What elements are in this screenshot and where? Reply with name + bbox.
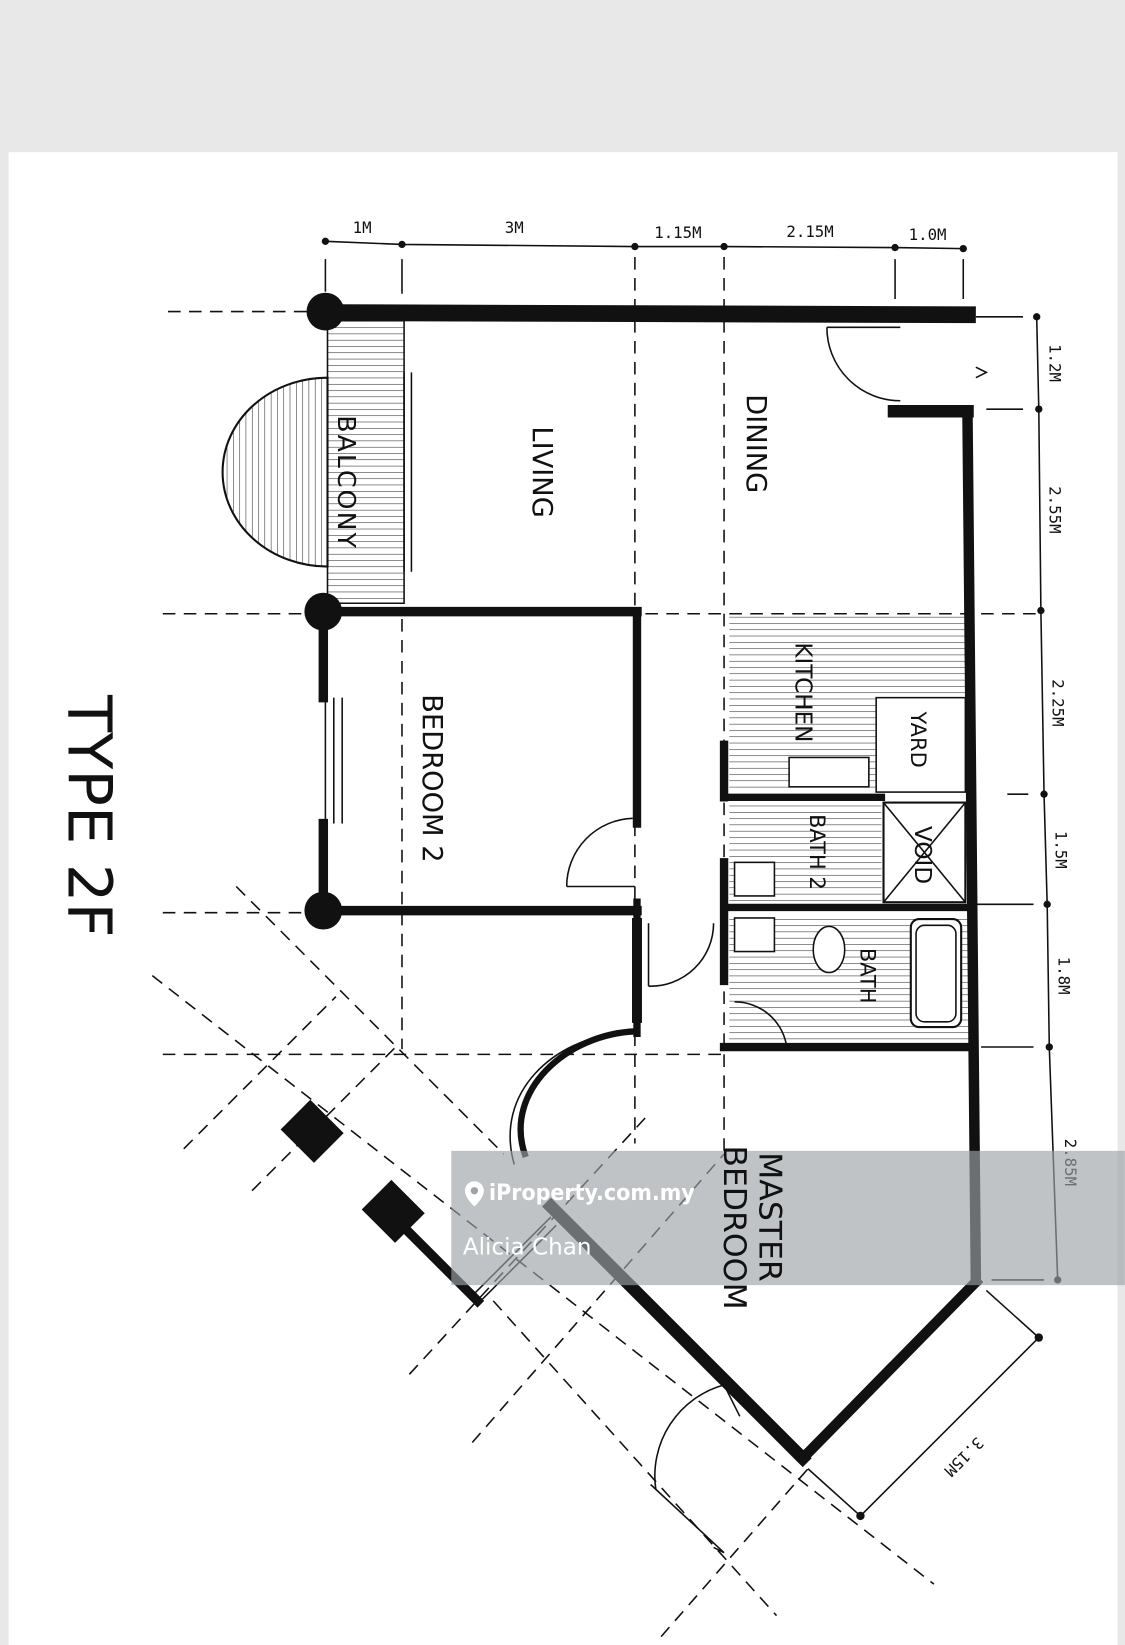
watermark-site: iProperty.com.my [489,1181,695,1206]
hatched-areas [221,313,969,1046]
dim-1-8m: 1.8M [1055,957,1074,995]
dim-1-5m: 1.5M [1052,831,1071,869]
label-bath-2: BATH 2 [805,814,829,890]
top-dimension-line: 1M 3M 1.15M 2.15M 1.0M [321,218,967,299]
location-pin-icon [464,1181,484,1207]
dim-1m: 1M [353,218,372,237]
dim-1-0m: 1.0M [909,225,947,244]
label-balcony: BALCONY [332,415,361,550]
walls [316,304,984,1468]
label-bedroom-2: BEDROOM 2 [416,694,447,862]
room-labels: BALCONY LIVING DINING KITCHEN YARD BATH … [332,394,935,1309]
label-dining: DINING [740,394,771,493]
label-master: MASTER [752,1152,788,1282]
label-yard: YARD [906,710,930,767]
dim-2-55m: 2.55M [1045,486,1064,533]
dim-1-2m: 1.2M [1045,344,1064,382]
curved-wall [509,1032,620,1165]
dim-3m: 3M [505,218,524,237]
dim-2-15m: 2.15M [786,222,833,241]
dim-2-25m: 2.25M [1048,679,1067,726]
columns [280,292,425,1243]
label-void: VOID [909,826,935,884]
void-area [882,801,967,904]
watermark: iProperty.com.my Alicia Chan [451,1150,1125,1286]
label-bath: BATH [855,948,879,1004]
label-bedroom: BEDROOM [716,1145,752,1309]
dim-1-15m: 1.15M [654,223,701,242]
plan-title: TYPE 2F [53,694,123,937]
label-living: LIVING [526,426,557,517]
watermark-agent: Alicia Chan [463,1235,592,1261]
label-kitchen: KITCHEN [789,642,815,742]
grid-lines [151,257,1039,1638]
door-swings [565,326,989,1554]
